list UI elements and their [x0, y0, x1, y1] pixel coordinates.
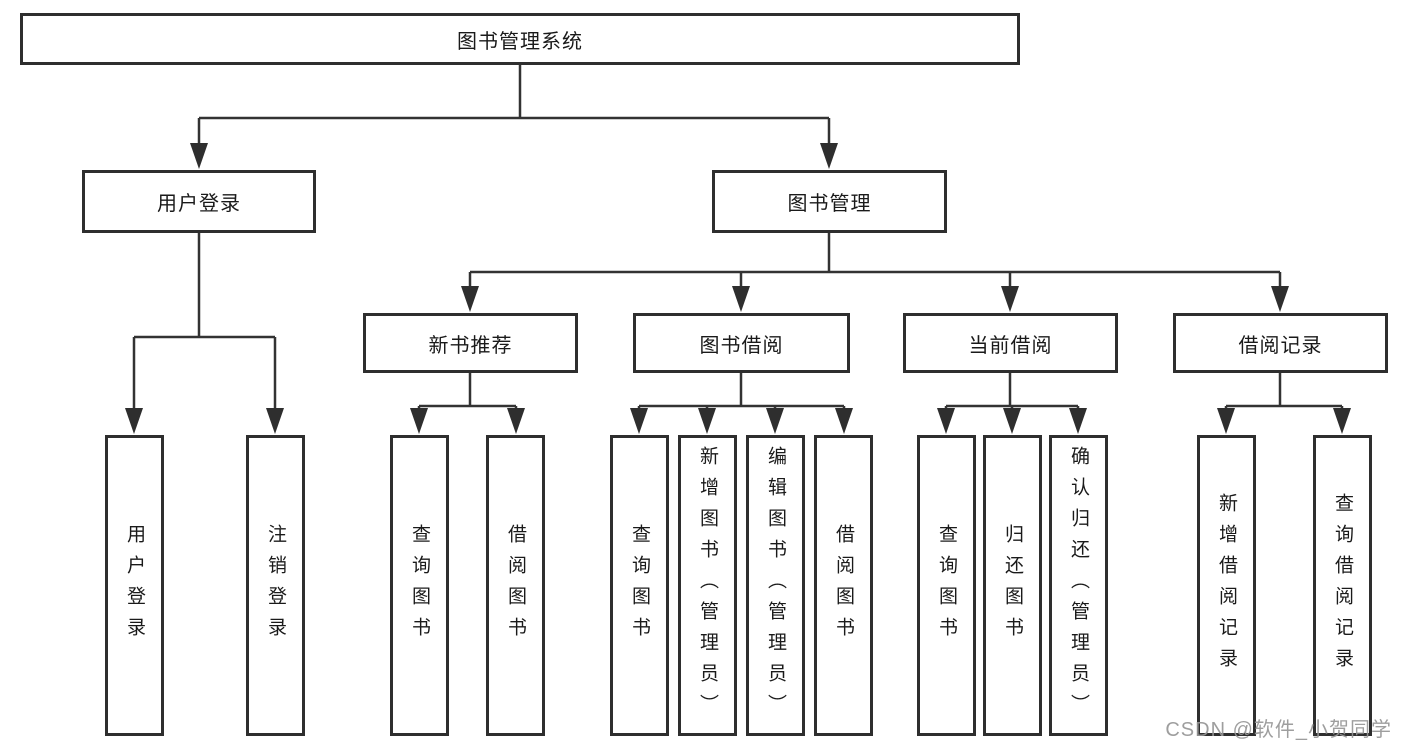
node-label: 新书推荐	[428, 334, 513, 357]
node-label: 图书管理系统	[457, 30, 583, 53]
node-borrow-books: 借阅图书	[814, 435, 873, 736]
node-current-borrowing: 当前借阅	[903, 313, 1118, 373]
node-book-borrowing: 图书借阅	[633, 313, 850, 373]
node-label: 新增借阅记录	[1216, 492, 1237, 679]
node-book-management: 图书管理	[712, 170, 947, 233]
node-edit-books-admin: 编辑图书（管理员）	[746, 435, 805, 736]
node-label: 当前借阅	[968, 334, 1053, 357]
node-label: 归还图书	[1002, 523, 1023, 648]
node-user-login: 用户登录	[82, 170, 316, 233]
node-label: 查询图书	[936, 523, 957, 648]
node-label: 查询图书	[629, 523, 650, 648]
node-label: 注销登录	[265, 523, 286, 648]
node-label: 查询图书	[409, 523, 430, 648]
node-borrowing-records: 借阅记录	[1173, 313, 1388, 373]
node-query-borrow-record: 查询借阅记录	[1313, 435, 1372, 736]
node-query-books: 查询图书	[390, 435, 449, 736]
node-add-books-admin: 新增图书（管理员）	[678, 435, 737, 736]
node-label: 用户登录	[157, 193, 241, 215]
node-add-borrow-record: 新增借阅记录	[1197, 435, 1256, 736]
node-return-books: 归还图书	[983, 435, 1042, 736]
node-label: 借阅图书	[505, 523, 526, 648]
node-label: 确认归还（管理员）	[1068, 446, 1089, 725]
node-label: 图书管理	[787, 193, 872, 215]
csdn-watermark: CSDN @软件_小贺同学	[1165, 719, 1392, 741]
node-query-books: 查询图书	[917, 435, 976, 736]
node-label: 查询借阅记录	[1332, 492, 1353, 679]
node-logout: 注销登录	[246, 435, 305, 736]
node-label: 图书借阅	[699, 334, 784, 357]
node-library-management-system: 图书管理系统	[20, 13, 1020, 65]
node-borrow-books: 借阅图书	[486, 435, 545, 736]
node-label: 借阅记录	[1238, 334, 1323, 357]
node-label: 新增图书（管理员）	[697, 446, 718, 725]
node-label: 用户登录	[124, 523, 145, 648]
node-new-book-recommendation: 新书推荐	[363, 313, 578, 373]
node-label: 借阅图书	[833, 523, 854, 648]
node-label: 编辑图书（管理员）	[765, 446, 786, 725]
node-confirm-return-admin: 确认归还（管理员）	[1049, 435, 1108, 736]
node-query-books: 查询图书	[610, 435, 669, 736]
node-user-login-action: 用户登录	[105, 435, 164, 736]
